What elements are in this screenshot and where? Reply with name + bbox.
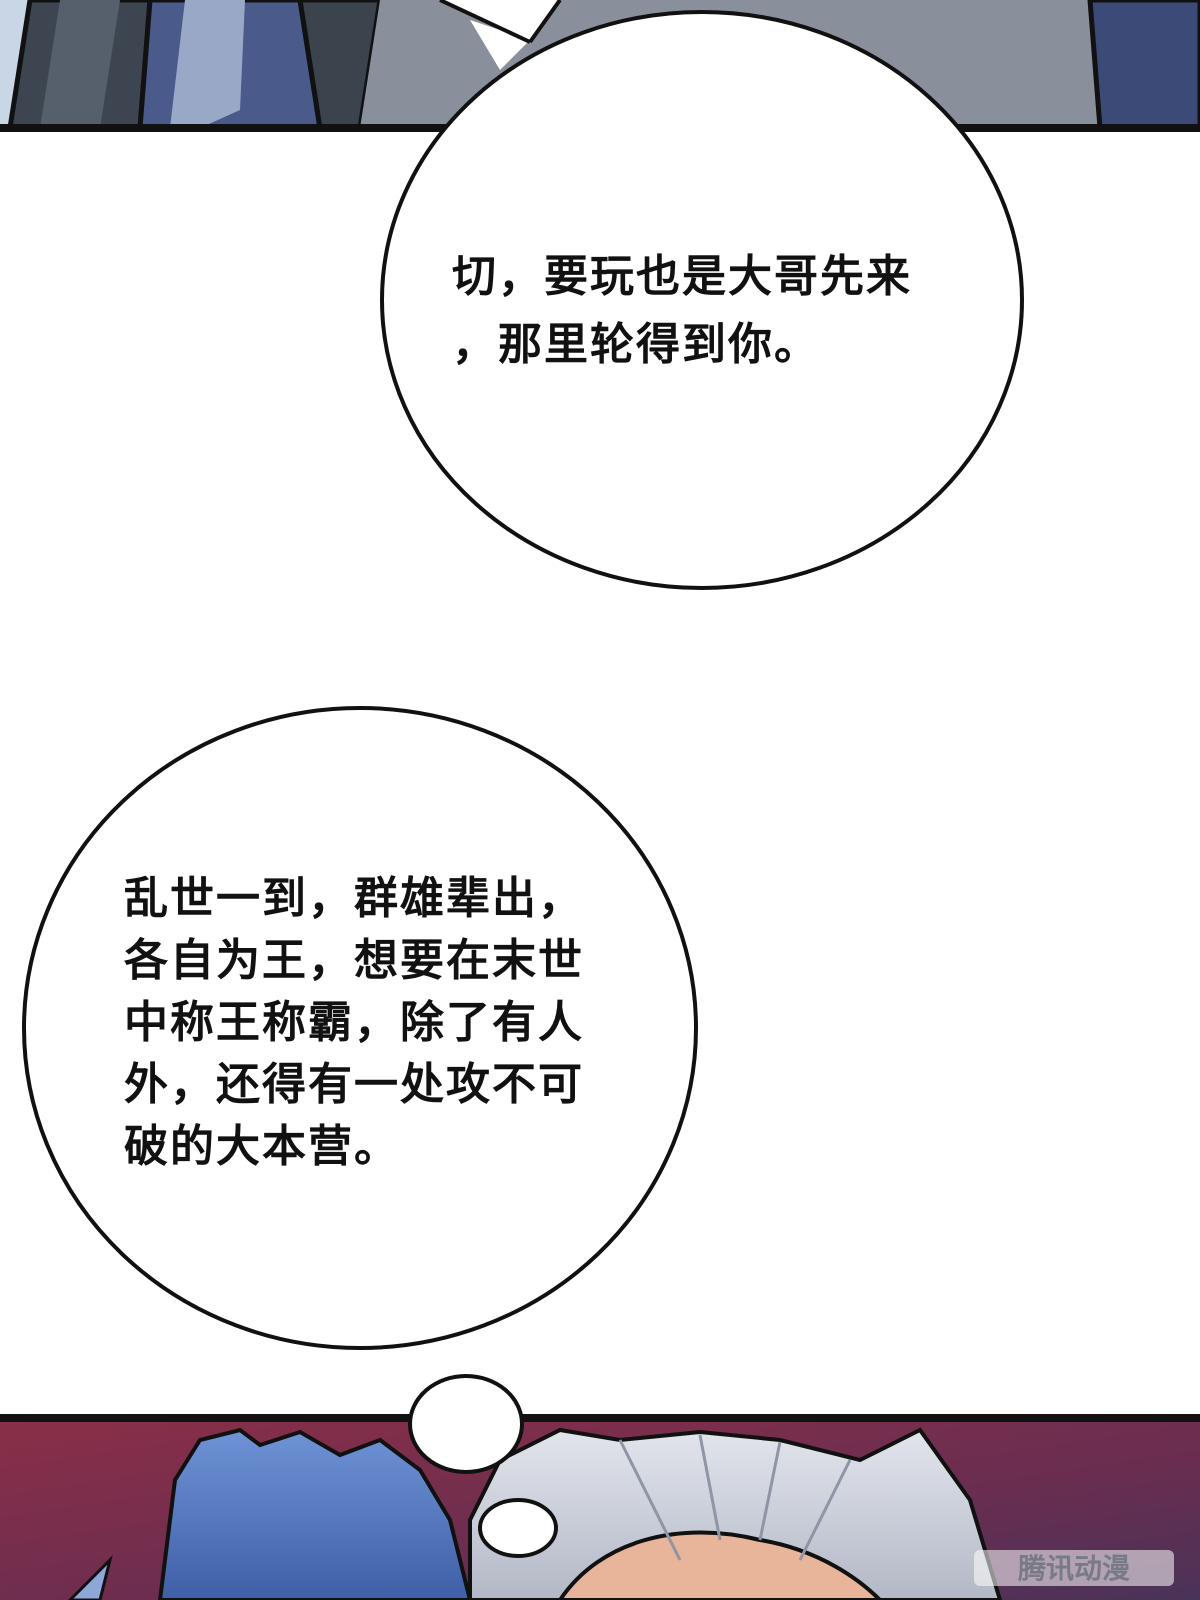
watermark-text: 腾讯动漫	[1018, 1552, 1130, 1585]
speech-bubble-top	[380, 0, 1024, 590]
speech-bubble-middle-text: 乱世一到，群雄辈出， 各自为王，想要在末世 中称王称霸，除了有人 外，还得有一处…	[124, 873, 584, 1172]
watermark-logo: 腾讯动漫	[974, 1550, 1174, 1586]
speech-bubble-top-text: 切，要玩也是大哥先来 ，那里轮得到你。	[452, 251, 912, 370]
thought-bubbles	[408, 1374, 558, 1558]
speech-bubble-middle	[22, 706, 698, 1350]
